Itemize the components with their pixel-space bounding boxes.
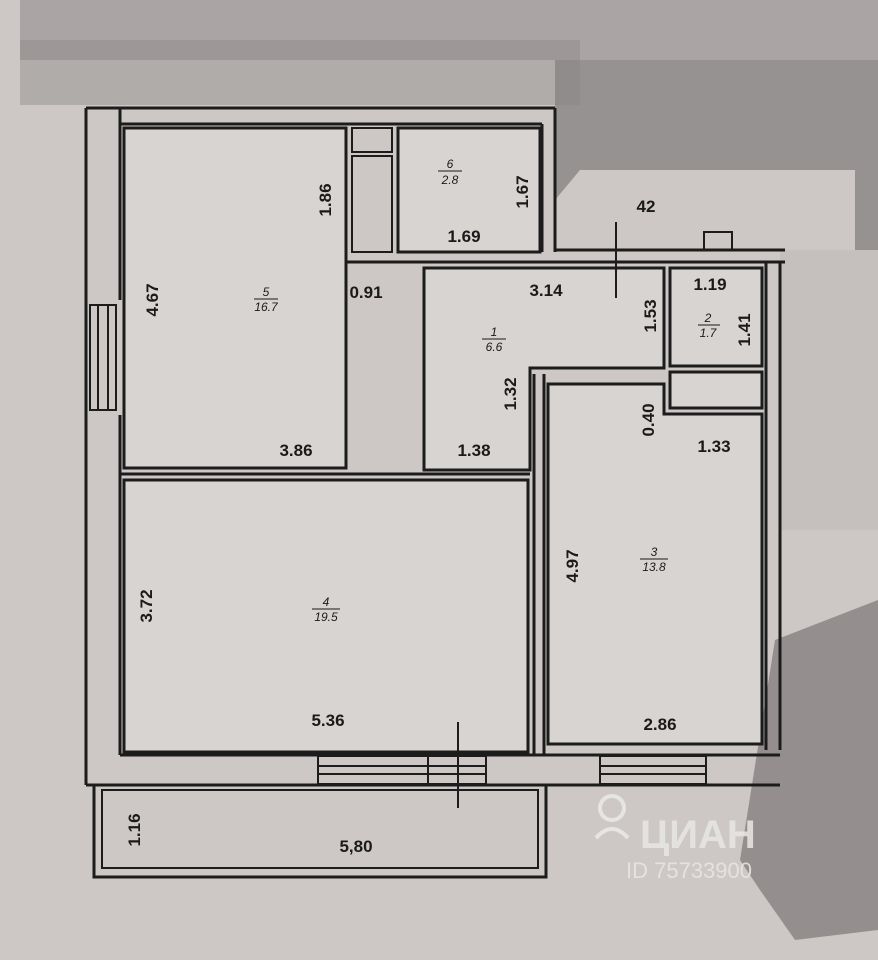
room-5-area: 16.7 <box>254 300 279 314</box>
dim-r5-opening: 0.91 <box>349 283 382 302</box>
watermark-brand: ЦИАН <box>640 813 756 857</box>
dim-r5-height: 4.67 <box>143 283 162 316</box>
dim-r4-height: 3.72 <box>137 589 156 622</box>
watermark-logo-icon <box>594 794 630 840</box>
dim-r6-height: 1.67 <box>513 175 532 208</box>
dim-r1-lower: 1.32 <box>501 377 520 410</box>
room-6-area: 2.8 <box>441 173 459 187</box>
dim-balcony-depth: 1.16 <box>125 813 144 846</box>
dim-r2-height: 1.41 <box>735 313 754 346</box>
room-3-area: 13.8 <box>642 560 666 574</box>
room-3-number: 3 <box>651 545 658 559</box>
dim-r3-width: 2.86 <box>643 715 676 734</box>
room-2-area: 1.7 <box>700 326 718 340</box>
dim-r1-width: 3.14 <box>529 281 563 300</box>
dim-r1-bottom: 1.38 <box>457 441 490 460</box>
dim-corridor-mark: 42 <box>637 197 656 216</box>
dim-r4-width: 5.36 <box>311 711 344 730</box>
dim-r6-width: 1.69 <box>447 227 480 246</box>
dimension-labels: 4.67 1.86 0.91 3.86 1.67 1.69 42 3.14 1.… <box>125 175 754 856</box>
dim-r5-niche: 1.86 <box>316 183 335 216</box>
room-2-number: 2 <box>704 311 712 325</box>
room-labels: 5 16.7 6 2.8 1 6.6 2 1.7 4 19.5 3 13.8 <box>254 157 720 624</box>
room-4-number: 4 <box>323 595 330 609</box>
dim-r3-niche-width: 1.33 <box>697 437 730 456</box>
room-6-number: 6 <box>447 157 454 171</box>
dim-balcony-width: 5,80 <box>339 837 372 856</box>
room-4-area: 19.5 <box>314 610 338 624</box>
dim-r5-width: 3.86 <box>279 441 312 460</box>
dim-r2-width: 1.19 <box>693 275 726 294</box>
dim-r1-height: 1.53 <box>641 299 660 332</box>
room-1-number: 1 <box>491 325 498 339</box>
watermark-id: ID 75733900 <box>626 858 752 883</box>
room-5-number: 5 <box>263 285 270 299</box>
room-1-area: 6.6 <box>486 340 503 354</box>
dim-r3-gap: 0.40 <box>639 403 658 436</box>
dim-r3-height: 4.97 <box>563 549 582 582</box>
watermark: ЦИАН ID 75733900 <box>626 813 756 883</box>
masked-areas <box>20 0 878 940</box>
walls <box>84 106 785 879</box>
